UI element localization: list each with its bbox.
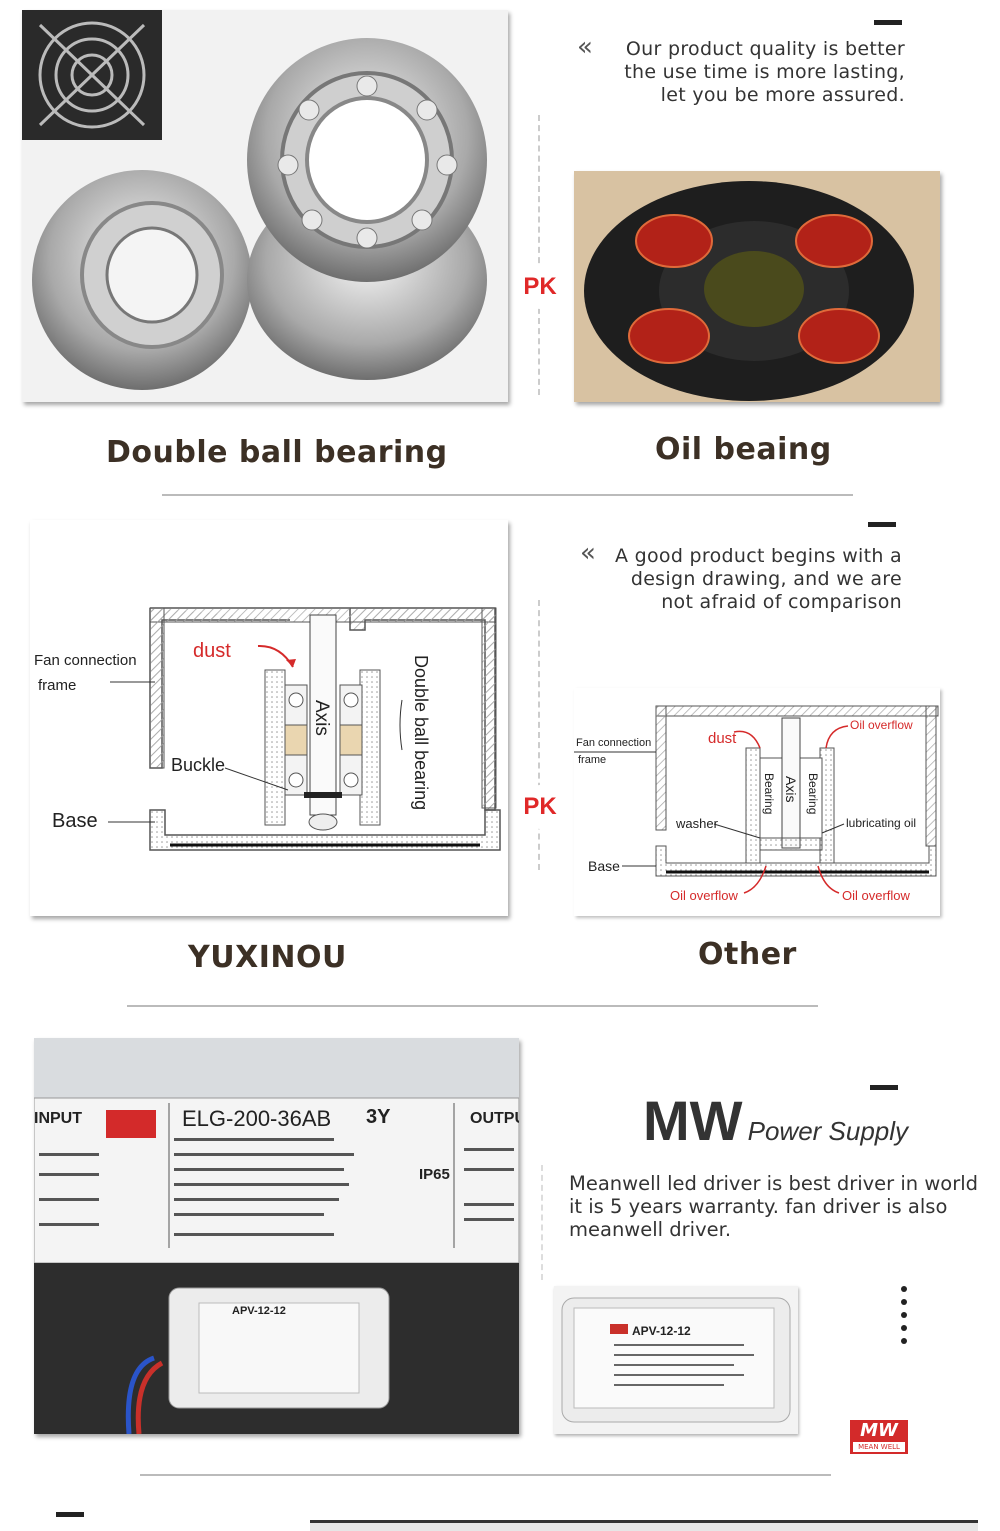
label-model: ELG-200-36AB xyxy=(182,1106,332,1131)
small-driver-model: APV-12-12 xyxy=(232,1305,286,1317)
ball-bearing-photo xyxy=(22,10,508,402)
oil-bearing-motor-photo xyxy=(574,171,940,402)
label-oil-overflow-left: Oil overflow xyxy=(670,888,738,903)
brand-power-supply: Power Supply xyxy=(747,1116,909,1146)
label-double-ball-bearing: Double ball bearing xyxy=(411,655,431,811)
label-axis: Axis xyxy=(311,700,332,736)
label-lubricating-oil: lubricating oil xyxy=(846,816,917,830)
caption-other: Other xyxy=(698,937,797,972)
label-fan-connection: Fan connection xyxy=(34,652,137,669)
accent-bar xyxy=(56,1512,84,1517)
caption-double-ball-bearing: Double ball bearing xyxy=(106,435,448,470)
mw-power-supply-heading: MW Power Supply xyxy=(643,1088,908,1153)
label-oil-overflow-top: Oil overflow xyxy=(850,718,913,732)
label-grade: 3Y xyxy=(366,1106,391,1128)
section-divider xyxy=(127,1005,818,1007)
ellipsis-vertical-icon xyxy=(901,1286,907,1344)
caption-oil-bearing: Oil beaing xyxy=(655,432,832,467)
accent-bar xyxy=(870,1085,898,1090)
apv-driver-photo: APV-12-12 xyxy=(554,1286,798,1434)
oil-bearing-diagram: Fan connection frame dust Oil overflow B… xyxy=(574,688,940,916)
label-oil-overflow-right: Oil overflow xyxy=(842,888,910,903)
label-dust: dust xyxy=(708,730,737,747)
label-axis: Axis xyxy=(783,776,799,803)
quality-quote: Our product quality is better the use ti… xyxy=(624,38,905,106)
section-divider xyxy=(140,1474,831,1476)
label-ip-rating: IP65 xyxy=(419,1166,450,1183)
meanwell-driver-photo: INPUT ELG-200-36AB 3Y OUTPUT IP65 APV-12… xyxy=(34,1038,519,1434)
meanwell-description: Meanwell led driver is best driver in wo… xyxy=(569,1172,979,1241)
double-chevron-left-icon: « xyxy=(580,538,596,568)
caption-yuxinou: YUXINOU xyxy=(188,940,347,975)
brand-mw: MW xyxy=(643,1089,743,1152)
label-washer: washer xyxy=(676,816,718,831)
label-dust: dust xyxy=(193,640,231,662)
label-frame: frame xyxy=(38,677,77,694)
section-divider xyxy=(162,494,853,496)
divider-dashed xyxy=(538,115,540,395)
divider-dashed xyxy=(541,1165,543,1280)
accent-bar xyxy=(868,522,896,527)
label-input: INPUT xyxy=(34,1110,82,1127)
label-bearing-right: Bearing xyxy=(806,773,820,815)
label-fan-connection: Fan connection xyxy=(576,737,652,749)
next-section-image-top xyxy=(310,1520,978,1531)
pk-badge: PK xyxy=(518,265,562,309)
double-chevron-left-icon: « xyxy=(577,32,593,62)
accent-bar xyxy=(874,20,902,25)
label-bearing-left: Bearing xyxy=(762,773,776,815)
design-quote: A good product begins with a design draw… xyxy=(614,545,902,613)
logo-mw: MW xyxy=(860,1420,898,1441)
label-buckle: Buckle xyxy=(171,755,226,775)
divider-dashed xyxy=(538,600,540,870)
pk-badge: PK xyxy=(518,785,562,829)
meanwell-logo: MW MEAN WELL xyxy=(850,1420,908,1454)
apv-model-label: APV-12-12 xyxy=(632,1324,691,1338)
logo-mean-well: MEAN WELL xyxy=(853,1442,905,1452)
label-base: Base xyxy=(52,810,98,832)
label-base: Base xyxy=(588,858,620,874)
double-ball-bearing-diagram: Fan connection frame dust Axis Buckle Ba… xyxy=(30,520,508,916)
label-frame: frame xyxy=(578,754,607,766)
label-output: OUTPUT xyxy=(470,1110,519,1127)
